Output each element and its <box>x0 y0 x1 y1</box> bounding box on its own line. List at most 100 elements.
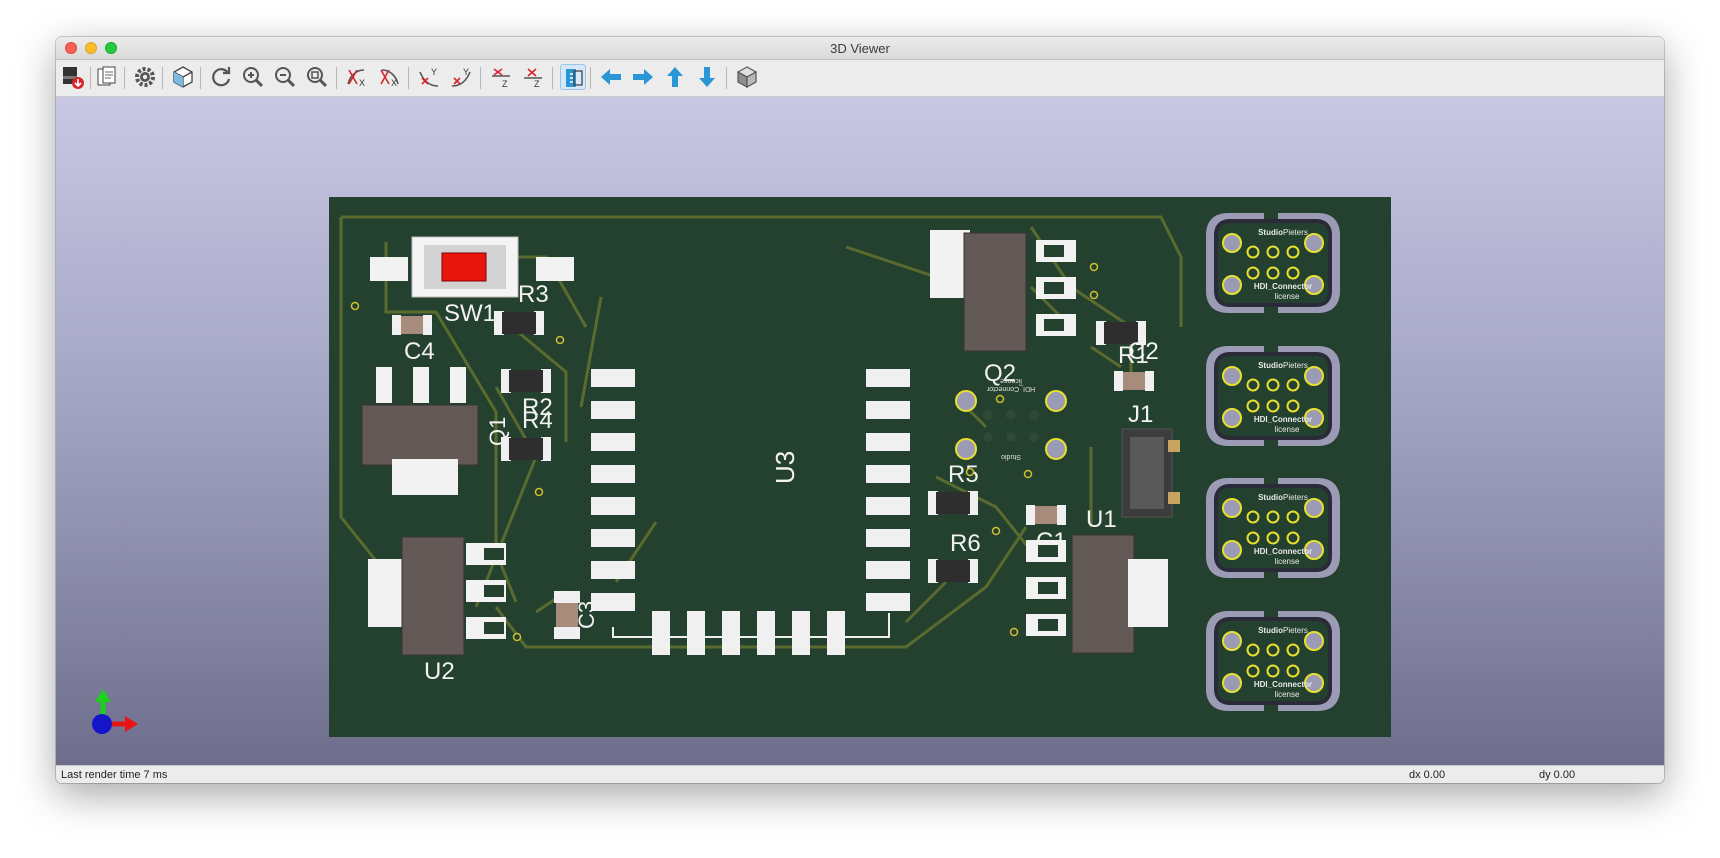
sw1-component <box>370 236 574 298</box>
hdi-brand-b: Pieters <box>1283 228 1308 237</box>
r2-component <box>501 369 551 393</box>
axis-triad <box>92 689 138 734</box>
svg-text:StudioPieters: StudioPieters <box>1258 626 1308 635</box>
hdi-brand-b: Pieters <box>1283 361 1308 370</box>
flip-board-button[interactable] <box>560 64 586 90</box>
close-window-button[interactable] <box>65 42 77 54</box>
hdi-connector-name: HDI_Connector <box>1254 680 1312 689</box>
rotate-z-ccw-button[interactable]: Z <box>520 64 546 90</box>
rotate-x-ccw-icon: X <box>380 69 399 88</box>
hdi-brand-a: Studio <box>1258 228 1283 237</box>
q2-component <box>930 230 1076 352</box>
svg-text:StudioPieters: StudioPieters <box>1258 493 1308 502</box>
c4-component <box>392 315 432 335</box>
ref-u2: U2 <box>424 658 455 685</box>
hdi-connector-1: StudioPieters HDI_Connector license <box>1205 212 1341 314</box>
settings-button[interactable] <box>132 64 158 90</box>
axis-y-label: Y <box>431 67 437 77</box>
svg-text:StudioPieters: StudioPieters <box>1258 361 1308 370</box>
zoom-out-icon <box>275 67 296 88</box>
hdi-brand-a: Studio <box>1258 626 1283 635</box>
hdi-connector-name: HDI_Connector <box>1254 415 1312 424</box>
hdi-license: license <box>1275 425 1300 434</box>
u1-component <box>1026 534 1168 654</box>
axis-z-label: Z <box>502 79 508 89</box>
rotate-y-cw-icon: Y <box>419 67 439 87</box>
hdi-brand-a: Studio <box>1258 361 1283 370</box>
status-bar: Last render time 7 ms dx 0.00 dy 0.00 <box>56 765 1664 783</box>
hdi-brand-b: Pieters <box>1283 493 1308 502</box>
pcb-render: SW1 R3 C4 Q1 R2 R4 <box>92 197 1391 737</box>
hdi-mirror-license: license <box>1000 377 1022 384</box>
3d-viewport[interactable]: SW1 R3 C4 Q1 R2 R4 <box>56 97 1664 765</box>
rotate-y-cw-button[interactable]: Y <box>416 64 442 90</box>
pan-left-button[interactable] <box>598 64 624 90</box>
r6-component <box>928 559 978 583</box>
rotate-z-cw-button[interactable]: Z <box>488 64 514 90</box>
cube-outline-icon <box>173 66 193 88</box>
zoom-fit-button[interactable] <box>304 64 330 90</box>
ref-c4: C4 <box>404 338 435 365</box>
dx-readout: dx 0.00 <box>1409 769 1446 781</box>
zoom-in-icon <box>243 67 264 88</box>
rotate-y-ccw-icon: Y <box>451 67 471 87</box>
svg-text:StudioPieters: StudioPieters <box>1258 228 1308 237</box>
gear-icon <box>135 67 155 87</box>
axis-y-label: Y <box>463 67 469 77</box>
hdi-brand-b: Pieters <box>1283 626 1308 635</box>
ref-c3: C3 <box>574 601 599 629</box>
pan-down-button[interactable] <box>694 64 720 90</box>
window-title: 3D Viewer <box>830 41 890 56</box>
arrow-right-icon <box>633 69 653 85</box>
pan-right-button[interactable] <box>630 64 656 90</box>
axis-x-label: X <box>359 78 365 88</box>
rotate-x-ccw-button[interactable]: X <box>376 64 402 90</box>
u3-component <box>591 369 910 655</box>
arrow-down-icon <box>699 67 715 87</box>
ref-u1: U1 <box>1086 506 1117 533</box>
ref-r1: R1 <box>1118 342 1149 369</box>
c2-component <box>1114 371 1154 391</box>
minimize-window-button[interactable] <box>85 42 97 54</box>
axis-x-label: X <box>391 78 397 88</box>
ref-r5: R5 <box>948 461 979 488</box>
ref-r4: R4 <box>522 407 553 434</box>
copy-icon <box>97 66 116 86</box>
ref-j1: J1 <box>1128 401 1153 428</box>
hdi-mirror-name: HDI_Connector <box>986 385 1035 392</box>
export-image-button[interactable] <box>60 64 86 90</box>
hdi-license: license <box>1275 292 1300 301</box>
reload-button[interactable] <box>208 64 234 90</box>
copy-button[interactable] <box>94 64 120 90</box>
c1-component <box>1026 505 1066 525</box>
ref-r6: R6 <box>950 530 981 557</box>
render-time: Last render time 7 ms <box>61 769 168 781</box>
ortho-toggle-button[interactable] <box>734 64 760 90</box>
c3-component <box>554 591 580 639</box>
ref-r3: R3 <box>518 281 549 308</box>
refresh-icon <box>212 67 231 87</box>
ref-q2: Q2 <box>984 360 1016 387</box>
r4-component <box>501 437 551 461</box>
pan-up-button[interactable] <box>662 64 688 90</box>
ref-c2: C2 <box>1128 338 1159 365</box>
hdi-connector-2: StudioPieters HDI_Connector license <box>1205 345 1341 447</box>
dy-readout: dy 0.00 <box>1539 769 1576 781</box>
cube-shaded-icon <box>736 66 758 89</box>
hdi-connector-name: HDI_Connector <box>1254 282 1312 291</box>
hdi-brand-a: Studio <box>1258 493 1283 502</box>
zoom-out-button[interactable] <box>272 64 298 90</box>
hdi-connector-name: HDI_Connector <box>1254 547 1312 556</box>
zoom-window-button[interactable] <box>105 42 117 54</box>
rotate-y-ccw-button[interactable]: Y <box>448 64 474 90</box>
hdi-license: license <box>1275 690 1300 699</box>
u2-component <box>368 536 506 656</box>
hdi-license: license <box>1275 557 1300 566</box>
export-image-icon <box>63 67 84 89</box>
raytrace-button[interactable] <box>170 64 196 90</box>
zoom-fit-icon <box>307 67 328 88</box>
rotate-x-cw-button[interactable]: X <box>344 64 370 90</box>
r5-component <box>928 491 978 515</box>
zoom-in-button[interactable] <box>240 64 266 90</box>
rotate-x-cw-icon: X <box>347 69 365 88</box>
